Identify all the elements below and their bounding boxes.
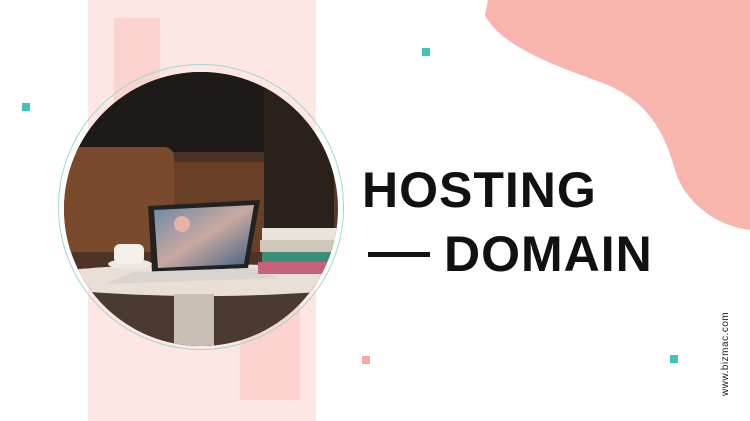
website-url: www.bizmac.com [720, 311, 731, 396]
laptop-scene-image [64, 72, 338, 346]
headline-dash [368, 251, 430, 257]
decorative-dot [670, 355, 678, 363]
book-stack-icon [258, 228, 338, 274]
photo-ring [58, 64, 344, 350]
headline-line2-row: DOMAIN [362, 222, 653, 286]
decorative-dot [22, 103, 30, 111]
coffee-cup-icon [108, 244, 152, 269]
decorative-dot [422, 48, 430, 56]
laptop-photo [64, 72, 338, 346]
headline-line2: DOMAIN [444, 226, 653, 282]
decorative-blob [485, 0, 750, 230]
laptop-icon [104, 200, 278, 284]
decorative-dot [362, 356, 370, 364]
headline: HOSTING DOMAIN [362, 158, 653, 286]
headline-line1: HOSTING [362, 162, 597, 218]
